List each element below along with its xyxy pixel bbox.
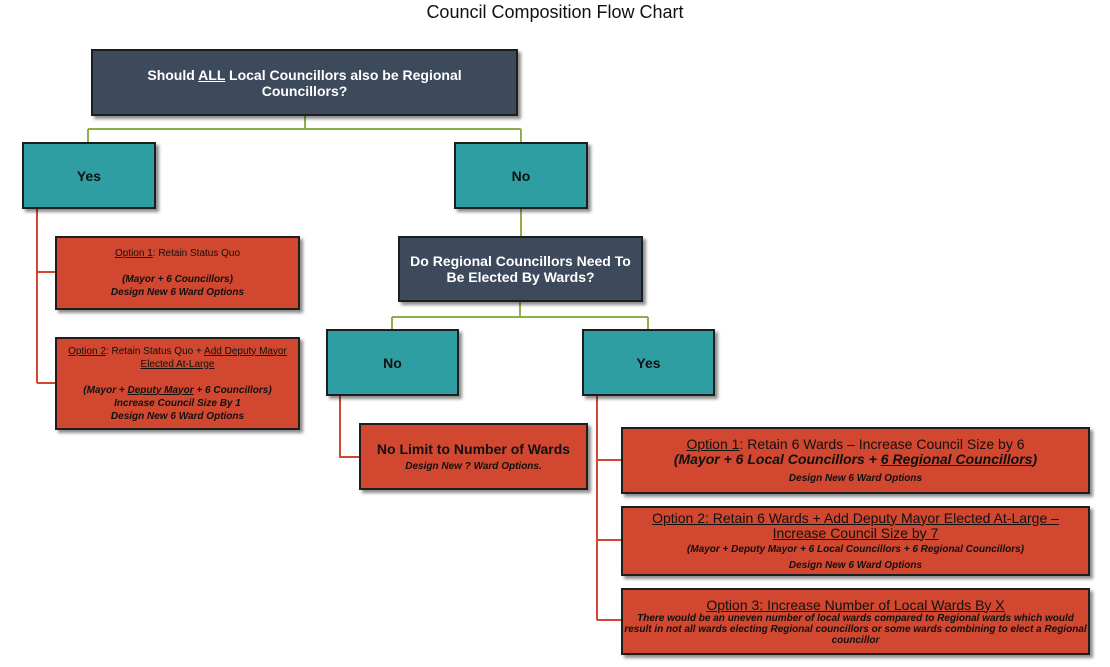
option-composition: (Mayor + Deputy Mayor + 6 Local Councill… — [686, 543, 1025, 555]
option-retain-six-wards: Option 1: Retain 6 Wards – Increase Coun… — [621, 427, 1090, 494]
option-composition: (Mayor + 6 Councillors) — [122, 274, 233, 285]
connector-yes2-to-options — [596, 396, 622, 621]
option-ward-design: Design New ? Ward Options. — [405, 460, 542, 472]
answer-yes-label: Yes — [76, 167, 102, 184]
option-status-quo-deputy-mayor: Option 2: Retain Status Quo + Add Deputy… — [55, 337, 300, 430]
question-elected-by-wards: Do Regional Councillors Need To Be Elect… — [398, 236, 643, 302]
option-label: Option 1 — [114, 248, 153, 259]
answer-yes-wards: Yes — [582, 329, 715, 396]
question-text: Do Regional Councillors Need To Be Elect… — [410, 253, 631, 285]
option-description: There would be an uneven number of local… — [624, 612, 1087, 646]
question-all-local-regional: Should ALL Local Councillors also be Reg… — [91, 49, 518, 116]
answer-no-label: No — [383, 354, 402, 371]
option-ward-design: Design New 6 Ward Options — [110, 287, 245, 298]
option-council-size: Increase Council Size By 1 — [114, 397, 241, 409]
option-increase-local-wards: Option 3: Increase Number of Local Wards… — [621, 588, 1090, 655]
answer-yes-all: Yes — [22, 142, 156, 209]
option-label: Option 1 — [686, 435, 740, 452]
option-title: : Retain Status Quo — [152, 248, 241, 259]
option-title-b: Add Deputy Mayor Elected At-Large — [140, 345, 287, 370]
option-title-a: : Retain Status Quo + — [105, 345, 205, 357]
connector-no2-to-option — [339, 396, 360, 458]
option-composition-b: Deputy Mayor — [127, 384, 194, 396]
option-title: No Limit to Number of Wards — [376, 440, 571, 457]
question-text-post: Local Councillors also be Regional Counc… — [225, 66, 462, 99]
option-composition-a: (Mayor + — [83, 384, 128, 396]
answer-no-all: No — [454, 142, 588, 209]
option-title: Option 3: Increase Number of Local Wards… — [706, 596, 1005, 613]
option-ward-design: Design New 6 Ward Options — [788, 472, 923, 484]
question-text-pre: Should — [147, 66, 199, 83]
option-retain-status-quo: Option 1: Retain Status Quo (Mayor + 6 C… — [55, 236, 300, 310]
option-label: Option 2 — [68, 345, 106, 357]
option-title: : Retain 6 Wards – Increase Council Size… — [739, 435, 1025, 452]
option-no-limit-wards: No Limit to Number of Wards Design New ?… — [359, 423, 588, 490]
answer-yes-label: Yes — [636, 354, 661, 371]
connector-q2-to-answers — [391, 302, 649, 330]
option-composition-c: ) — [1032, 450, 1038, 467]
option-ward-design: Design New 6 Ward Options — [788, 559, 923, 571]
option-six-wards-deputy-mayor: Option 2: Retain 6 Wards + Add Deputy Ma… — [621, 506, 1090, 576]
answer-no-wards: No — [326, 329, 459, 396]
option-title: Option 2: Retain 6 Wards + Add Deputy Ma… — [652, 509, 1059, 541]
option-ward-design: Design New 6 Ward Options — [110, 410, 245, 422]
answer-no-label: No — [511, 167, 531, 184]
chart-title: Council Composition Flow Chart — [426, 2, 684, 22]
connector-yes-to-options — [36, 209, 56, 384]
option-composition-a: (Mayor + 6 Local Councillors + — [673, 450, 881, 467]
question-text-emph: ALL — [198, 66, 226, 83]
connector-q1-to-answers — [87, 116, 522, 143]
option-composition-b: 6 Regional Councillors — [880, 450, 1033, 467]
option-composition-c: + 6 Councillors) — [193, 384, 272, 396]
